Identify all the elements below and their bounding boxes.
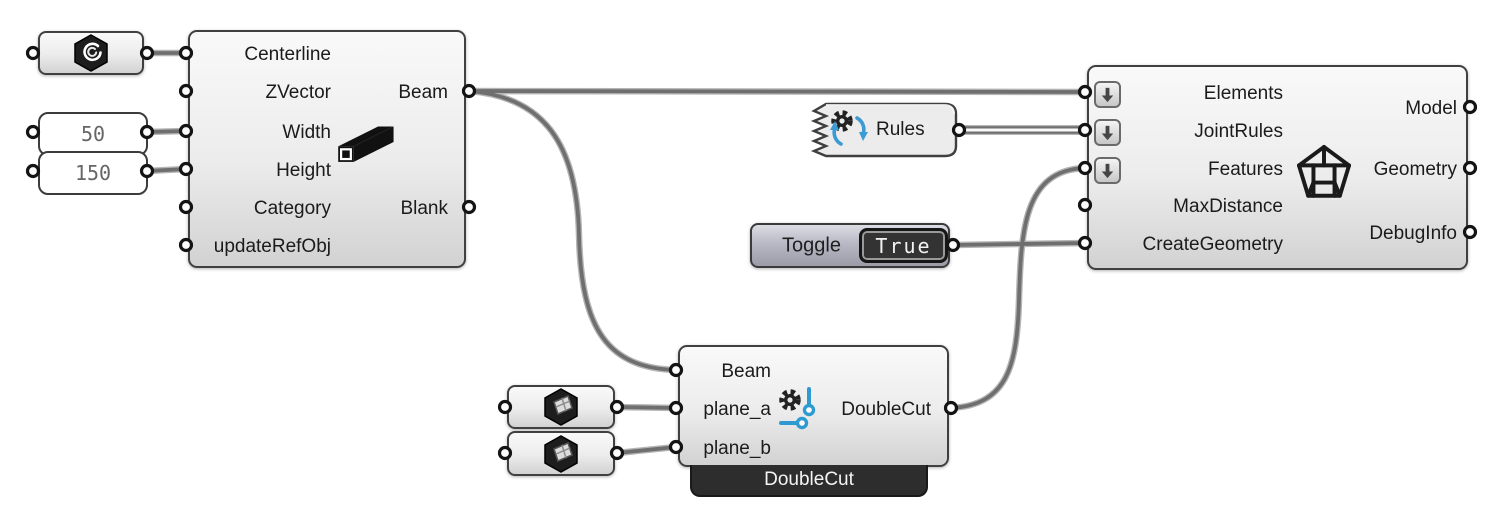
output-label-blank: Blank <box>400 198 448 219</box>
port-curve-in[interactable] <box>25 45 41 61</box>
wire-planeb <box>613 443 680 457</box>
plane-a-param-node[interactable] <box>507 385 615 429</box>
gear-refresh-icon <box>830 110 868 146</box>
wire-beam-to-doublecut <box>465 87 680 374</box>
input-label-category: Category <box>253 198 331 219</box>
rules-label: Rules <box>876 119 925 140</box>
input-label-centerline: Centerline <box>244 44 331 65</box>
port-panel50-in[interactable] <box>25 124 41 140</box>
gear-nodes-icon <box>779 387 816 430</box>
frame-pentagon-icon <box>1296 144 1352 198</box>
output-label-model: Model <box>1405 98 1457 119</box>
curve-hex-icon <box>40 33 142 73</box>
port-panel150-in[interactable] <box>25 163 41 179</box>
wire-toggle-to-creategeometry <box>949 239 1089 249</box>
input-label-height: Height <box>276 160 331 181</box>
model-component[interactable]: Elements JointRules Features MaxDistance… <box>1087 65 1468 270</box>
beam-component[interactable]: Centerline ZVector Width Height Category… <box>188 30 466 268</box>
input-label-beam: Beam <box>721 361 771 382</box>
doublecut-name-tag: DoubleCut <box>690 465 928 497</box>
input-label-zvector: ZVector <box>265 82 331 103</box>
plane-hex-icon <box>509 433 613 474</box>
width-panel[interactable]: 50 <box>38 112 148 156</box>
plane-b-param-node[interactable] <box>507 431 615 476</box>
doublecut-component[interactable]: Beam plane_a plane_b DoubleCut <box>678 345 949 467</box>
wire-150-to-height <box>143 165 190 175</box>
wire-doublecut-to-features <box>947 164 1089 412</box>
input-label-jointrules: JointRules <box>1194 121 1283 142</box>
wire-50-to-width <box>143 127 190 136</box>
input-label-plane-a: plane_a <box>703 399 771 420</box>
input-label-elements: Elements <box>1203 83 1283 104</box>
flatten-arrow-icon-elements <box>1094 81 1121 108</box>
beam-3d-icon <box>338 126 394 162</box>
flatten-arrow-icon-features <box>1094 157 1121 184</box>
doublecut-tag-text: DoubleCut <box>764 469 854 490</box>
plane-hex-icon <box>509 387 613 427</box>
input-label-maxdistance: MaxDistance <box>1173 196 1283 217</box>
input-label-updaterefobj: updateRefObj <box>213 236 331 257</box>
wire-beam-to-elements <box>465 87 1089 96</box>
toggle-value-text: True <box>875 233 932 258</box>
flatten-arrow-icon-jointrules <box>1094 119 1121 146</box>
width-panel-value: 50 <box>80 122 106 146</box>
toggle-label: Toggle <box>782 234 841 256</box>
output-label-geometry: Geometry <box>1373 159 1457 180</box>
boolean-toggle[interactable]: Toggle True <box>750 223 950 268</box>
input-label-creategeometry: CreateGeometry <box>1142 234 1283 255</box>
input-label-features: Features <box>1208 159 1283 180</box>
height-panel[interactable]: 150 <box>38 151 148 195</box>
curve-param-node[interactable] <box>38 31 144 75</box>
height-panel-value: 150 <box>74 161 112 185</box>
input-label-width: Width <box>282 122 331 143</box>
wire-planea <box>613 403 680 412</box>
input-label-plane-b: plane_b <box>703 438 771 459</box>
output-label-debuginfo: DebugInfo <box>1369 223 1457 244</box>
rules-param-node[interactable]: Rules <box>810 102 960 158</box>
output-label-doublecut: DoubleCut <box>841 399 931 420</box>
output-label-beam: Beam <box>398 82 448 103</box>
toggle-value[interactable]: True <box>859 228 948 263</box>
